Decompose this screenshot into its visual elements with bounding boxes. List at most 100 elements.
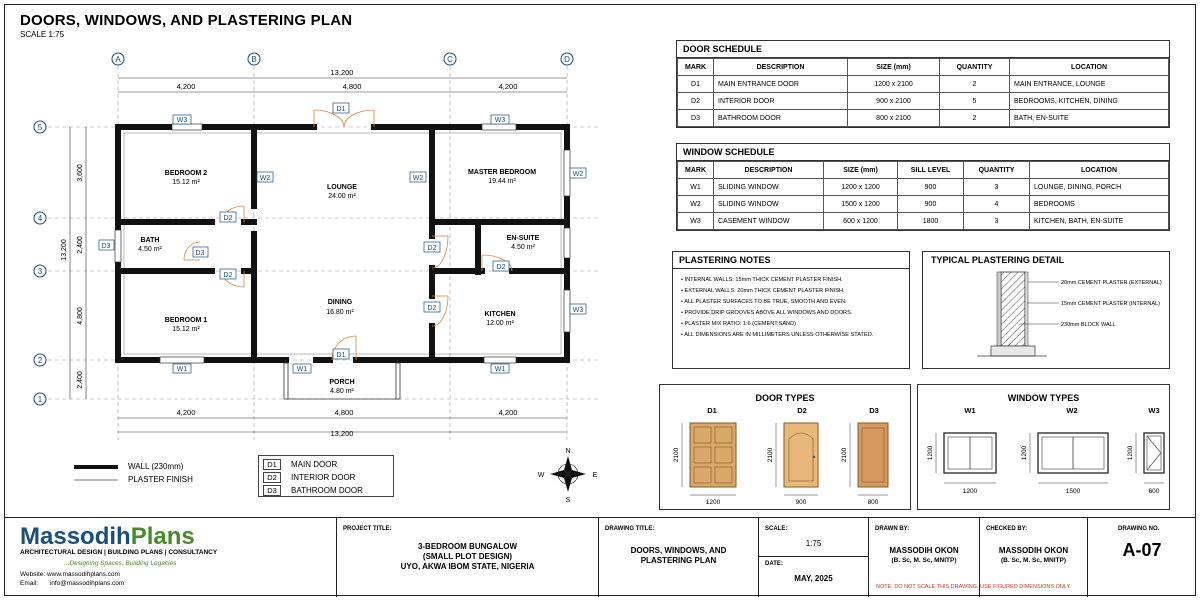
note-item: INTERNAL WALLS: 15mm THICK CEMENT PLASTE…	[681, 275, 901, 286]
tag-w3-kitchen: W3	[573, 307, 584, 314]
dim-bottom-total: 13,200	[331, 429, 354, 438]
room-lounge: LOUNGE	[327, 184, 357, 191]
table-row: D3 BATHROOM DOOR 800 x 2100 2 BATH, EN-S…	[677, 109, 1169, 127]
legend-wall: WALL (230mm)	[128, 462, 184, 471]
window-type-w3-mark: W3	[1148, 406, 1159, 415]
door-type-d2-height: 2100	[767, 447, 774, 462]
area-lounge: 24.00 m²	[328, 193, 356, 200]
window-col-size: SIZE (mm)	[823, 161, 898, 179]
brand-tagline: ...Designing Spaces, Building Legacies	[64, 560, 177, 567]
grid-col-d: D	[564, 55, 570, 64]
compass-north: N	[565, 448, 570, 455]
drawn-by-name: MASSODIH OKON	[889, 546, 959, 555]
window-col-description: DESCRIPTION	[713, 161, 824, 179]
floor-plan: A B C D 5 4 3 2 1 4,200 4,800 4,200 13,2…	[33, 52, 600, 504]
door-type-d2-width: 900	[796, 499, 807, 506]
email-link[interactable]: info@massodihplans.com	[49, 580, 125, 587]
plaster-detail-panel: TYPICAL PLASTERING DETAIL 20mm CEMENT PL…	[922, 251, 1170, 369]
dim-left-1: 3,600	[77, 164, 84, 182]
project-line-1: 3-BEDROOM BUNGALOW	[417, 542, 518, 551]
door-types-title: DOOR TYPES	[755, 393, 815, 403]
area-en-suite: 4.50 m²	[511, 244, 535, 251]
dim-bottom-2: 4,800	[335, 408, 354, 417]
door-type-d3-mark: D3	[869, 406, 879, 415]
window-mark: W1	[677, 178, 714, 196]
drawing-note: NOTE: DO NOT SCALE THIS DRAWING. USE FIG…	[876, 584, 1071, 590]
door-description: INTERIOR DOOR	[713, 92, 848, 110]
door-size: 900 x 2100	[847, 92, 940, 110]
window-sill: 1800	[897, 212, 964, 230]
dim-bottom-3: 4,200	[499, 408, 518, 417]
room-master-bedroom: MASTER BEDROOM	[468, 169, 536, 176]
compass-west: W	[538, 472, 545, 479]
window-quantity: 4	[963, 195, 1030, 213]
grid-row-1: 1	[38, 395, 43, 404]
window-size: 1500 x 1200	[823, 195, 898, 213]
door-mark: D1	[677, 75, 714, 93]
plaster-label-internal: 15mm CEMENT PLASTER (INTERNAL)	[1061, 301, 1160, 307]
note-item: PROVIDE DRIP GROOVES ABOVE ALL WINDOWS A…	[681, 308, 901, 319]
door-size: 800 x 2100	[847, 109, 940, 127]
window-type-w2-mark: W2	[1066, 406, 1077, 415]
brand-name-primary: Massodih	[20, 523, 131, 550]
door-type-d3-width: 800	[868, 499, 879, 506]
drawing-number: A-07	[1122, 540, 1162, 560]
website-link[interactable]: www.massodihplans.com	[46, 571, 120, 578]
door-quantity: 2	[939, 75, 1010, 93]
tag-d2-bedroom1: D2	[224, 272, 233, 279]
scale-date-cell: SCALE: 1:75 DATE: MAY, 2025	[758, 518, 868, 597]
door-quantity: 2	[939, 109, 1010, 127]
note-item: PLASTER MIX RATIO: 1:6 (CEMENT:SAND)	[681, 319, 901, 330]
room-dining: DINING	[328, 299, 353, 306]
project-line-2: (SMALL PLOT DESIGN)	[422, 552, 513, 561]
door-location: BATH, EN-SUITE	[1009, 109, 1169, 127]
room-bath: BATH	[141, 237, 160, 244]
project-title-cell: PROJECT TITLE: 3-BEDROOM BUNGALOW (SMALL…	[336, 518, 598, 597]
table-row: D2 INTERIOR DOOR 900 x 2100 5 BEDROOMS, …	[677, 92, 1169, 110]
tag-w1-bedroom1: W1	[177, 366, 188, 373]
checked-by-credentials: (B. Sc, M. Sc, MNITP)	[1000, 557, 1066, 564]
window-mark: W3	[677, 212, 714, 230]
compass-south: S	[566, 497, 571, 504]
door-quantity: 5	[939, 92, 1010, 110]
plaster-label-block: 230mm BLOCK WALL	[1061, 322, 1116, 328]
checked-by-name: MASSODIH OKON	[998, 546, 1069, 555]
dim-bottom-1: 4,200	[177, 408, 196, 417]
drawing-title-cell: DRAWING TITLE: DOORS, WINDOWS, AND PLAST…	[598, 518, 758, 597]
door-col-mark: MARK	[677, 58, 714, 76]
table-row: W1 SLIDING WINDOW 1200 x 1200 900 3 LOUN…	[677, 178, 1169, 196]
email-label: Email:	[20, 580, 39, 587]
plan-scale: SCALE 1:75	[20, 30, 65, 39]
page-title: DOORS, WINDOWS, AND PLASTERING PLAN	[20, 12, 353, 29]
window-location: KITCHEN, BATH, EN-SUITE	[1029, 212, 1169, 230]
tag-d2-kitchen: D2	[428, 305, 437, 312]
window-type-w2-height: 1200	[1021, 445, 1028, 460]
dim-top-2: 4,800	[343, 82, 362, 91]
window-col-sill: SILL LEVEL	[897, 161, 964, 179]
window-location: LOUNGE, DINING, PORCH	[1029, 178, 1169, 196]
tag-d3-bath: D3	[196, 250, 205, 257]
window-types-diagram: W1 W2 W3 1200 1500 600 1200	[927, 406, 1165, 495]
website-row: Website: www.massodihplans.com	[20, 571, 120, 578]
key-tag-d1: D1	[263, 459, 281, 470]
door-type-d3-height: 2100	[841, 447, 848, 462]
door-type-d1-mark: D1	[707, 406, 717, 415]
window-col-quantity: QUANTITY	[963, 161, 1030, 179]
window-type-w2-width: 1500	[1066, 488, 1081, 495]
door-mark: D3	[677, 109, 714, 127]
legend-plaster: PLASTER FINISH	[128, 475, 193, 484]
brand-name-secondary: Plans	[130, 523, 195, 550]
note-item: ALL DIMENSIONS ARE IN MILLIMETERS UNLESS…	[681, 330, 901, 341]
plaster-label-external: 20mm CEMENT PLASTER (EXTERNAL)	[1061, 280, 1162, 286]
door-d2-icon	[783, 422, 819, 488]
key-tag-d2: D2	[263, 472, 281, 483]
window-type-w3-height: 1200	[1127, 445, 1134, 460]
brand-services: ARCHITECTURAL DESIGN | BUILDING PLANS | …	[20, 549, 218, 556]
drawn-by-label: DRAWN BY:	[875, 526, 910, 532]
room-kitchen: KITCHEN	[484, 311, 515, 318]
window-description: SLIDING WINDOW	[713, 178, 824, 196]
window-description: SLIDING WINDOW	[713, 195, 824, 213]
